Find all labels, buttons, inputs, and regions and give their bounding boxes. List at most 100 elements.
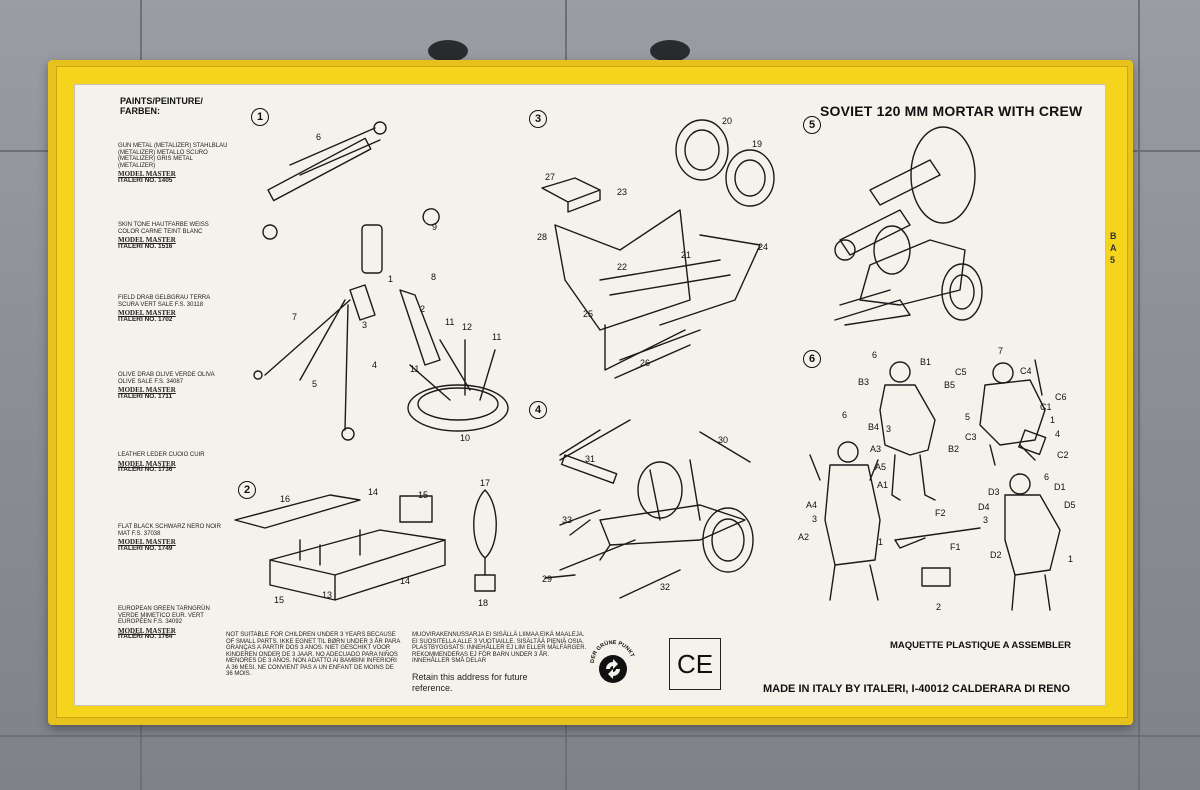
safety-warning-left: NOT SUITABLE FOR CHILDREN UNDER 3 YEARS … <box>226 632 401 677</box>
paint-names: OLIVE DRAB OLIVE VERDE OLIVA OLIVE SALE … <box>118 372 215 385</box>
part-label: 30 <box>718 435 728 445</box>
maquette-label: MAQUETTE PLASTIQUE A ASSEMBLER <box>890 640 1072 651</box>
step-6-drawing <box>809 359 1061 611</box>
part-label: 3 <box>362 320 367 330</box>
part-label: 27 <box>545 172 555 182</box>
part-label: D5 <box>1064 500 1076 510</box>
part-label: 16 <box>280 494 290 504</box>
instruction-panel <box>74 84 1106 706</box>
part-label: B4 <box>868 422 879 432</box>
retain-address-note: Retain this address for future reference… <box>412 672 528 693</box>
paint-code: ITALERI NO. 1516 <box>118 242 173 250</box>
part-label: C4 <box>1020 366 1032 376</box>
part-label: 21 <box>681 250 691 260</box>
figure-a <box>809 441 881 601</box>
part-label: A2 <box>798 532 809 542</box>
paint-european-green: EUROPEAN GREEN TARNGRÜN VERDE MIMETICO E… <box>118 606 228 641</box>
part-label: 22 <box>617 262 627 272</box>
part-label: C1 <box>1040 402 1052 412</box>
part-label: B2 <box>948 444 959 454</box>
part-label: 28 <box>537 232 547 242</box>
step-4-drawing <box>544 419 754 599</box>
part-label: A4 <box>806 500 817 510</box>
part-label: 32 <box>660 582 670 592</box>
paint-flat-black: FLAT BLACK SCHWARZ NERO NOIR MAT F.S. 37… <box>118 524 228 552</box>
floor-hole <box>650 40 690 62</box>
part-label: B3 <box>858 377 869 387</box>
part-label: F2 <box>935 508 946 518</box>
paint-gun-metal: GUN METAL (METALIZER) STAHLBLAU (METALIZ… <box>118 143 228 184</box>
figure-c <box>979 359 1047 466</box>
part-label: 23 <box>617 187 627 197</box>
part-label: 15 <box>418 490 428 500</box>
part-label: 8 <box>431 272 436 282</box>
step-2-marker: 2 <box>238 481 256 499</box>
part-label: 5 <box>965 412 970 422</box>
part-label: F1 <box>950 542 961 552</box>
step-1-drawing <box>253 121 509 441</box>
paint-names: SKIN TONE HAUTFARBE WEISS COLOR CARNE TE… <box>118 222 209 235</box>
part-label: 2 <box>936 602 941 612</box>
part-label: 3 <box>812 514 817 524</box>
part-label: 10 <box>460 433 470 443</box>
part-label: B5 <box>944 380 955 390</box>
paint-leather: LEATHER LEDER CUOIO CUIR MODEL MASTER IT… <box>118 452 228 474</box>
step-6-marker: 6 <box>803 350 821 368</box>
part-label: A1 <box>877 480 888 490</box>
part-label: 3 <box>886 424 891 434</box>
part-label: 1 <box>388 274 393 284</box>
paint-names: LEATHER LEDER CUOIO CUIR <box>118 452 205 458</box>
part-label: A5 <box>875 462 886 472</box>
part-label: 6 <box>1044 472 1049 482</box>
part-label: 15 <box>274 595 284 605</box>
paint-brand: MODEL MASTER <box>118 459 176 468</box>
part-label: 2 <box>420 304 425 314</box>
part-label: 11 <box>410 364 419 374</box>
figure-b <box>879 361 936 501</box>
part-label: 12 <box>462 322 472 332</box>
part-label: 13 <box>322 590 332 600</box>
part-label: 17 <box>480 478 490 488</box>
part-label: 1 <box>1068 554 1073 564</box>
part-label: 4 <box>1055 429 1060 439</box>
part-label: 1 <box>1050 415 1055 425</box>
paints-heading: PAINTS/PEINTURE/ FARBEN: <box>120 96 203 116</box>
manufacturer-address: MADE IN ITALY BY ITALERI, I-40012 CALDER… <box>763 683 1071 695</box>
part-label: 19 <box>752 139 762 149</box>
paint-brand: MODEL MASTER <box>118 538 176 546</box>
paint-field-drab: FIELD DRAB GELBGRAU TERRA SCURA VERT SAL… <box>118 295 228 323</box>
step-3-marker: 3 <box>529 110 547 128</box>
paint-names: EUROPEAN GREEN TARNGRÜN VERDE MIMETICO E… <box>118 606 210 625</box>
safety-warning-middle: MUOVIRAKENNUSSARJA EI SISÄLLÄ LIIMAA EIK… <box>412 632 587 664</box>
paint-code: ITALERI NO. 1749 <box>118 544 173 552</box>
part-label: C6 <box>1055 392 1067 402</box>
figure-d <box>1004 473 1061 611</box>
part-label: 9 <box>432 222 437 232</box>
part-label: 29 <box>542 574 552 584</box>
kit-title: SOVIET 120 MM MORTAR WITH CREW <box>820 103 1083 119</box>
part-label: 25 <box>583 309 593 319</box>
part-label: 6 <box>872 350 877 360</box>
floor-seam <box>1138 0 1140 790</box>
part-label: C2 <box>1057 450 1069 460</box>
paint-brand: MODEL MASTER <box>118 309 176 317</box>
part-label: 6 <box>316 132 321 142</box>
part-label: 5 <box>312 379 317 389</box>
paint-names: FLAT BLACK SCHWARZ NERO NOIR MAT F.S. 37… <box>118 524 221 537</box>
part-label: C5 <box>955 367 967 377</box>
part-label: A3 <box>870 444 881 454</box>
gruene-punkt-logo: DER GRÜNE PUNKT <box>590 640 635 683</box>
paint-code: ITALERI NO. 1702 <box>118 315 173 323</box>
paint-brand: MODEL MASTER <box>118 170 176 178</box>
step-2-drawing <box>234 489 497 601</box>
side-print: B A 5 <box>1110 231 1117 265</box>
part-label: 33 <box>562 515 572 525</box>
paint-code: ITALERI NO. 1764 <box>118 633 173 640</box>
part-label: 3 <box>983 515 988 525</box>
part-label: 14 <box>368 487 378 497</box>
step-3-drawing <box>541 119 775 379</box>
part-label: 20 <box>722 116 732 126</box>
part-label: 26 <box>640 358 650 368</box>
ce-mark: CE <box>669 638 721 690</box>
